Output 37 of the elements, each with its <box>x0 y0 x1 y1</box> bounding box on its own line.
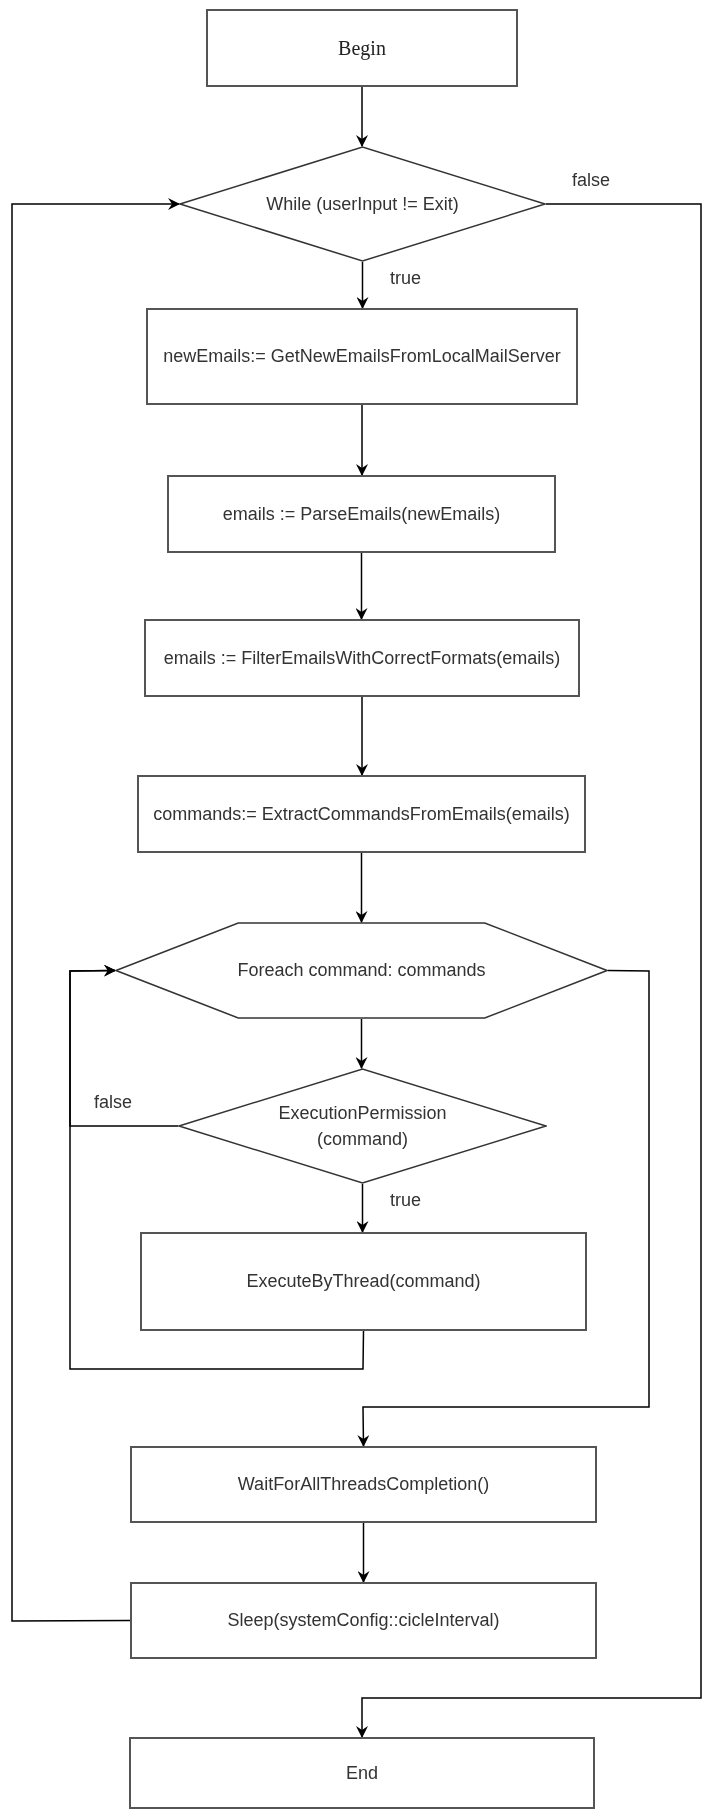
node-label: emails := ParseEmails(newEmails) <box>222 502 501 526</box>
process-box <box>137 775 586 853</box>
node-label: emails := FilterEmailsWithCorrectFormats(emails) <box>163 646 561 670</box>
node-label: commands:= ExtractCommandsFromEmails(emails) <box>153 802 570 826</box>
process-box <box>140 1232 587 1331</box>
process-box <box>144 619 580 697</box>
process-box <box>167 475 556 553</box>
arrow <box>356 404 368 476</box>
node-label: End <box>346 1761 378 1785</box>
arrow <box>11 198 180 1622</box>
process-box <box>130 1446 597 1523</box>
arrow <box>356 203 702 1738</box>
node-label: ExecuteByThread(command) <box>246 1270 481 1294</box>
arrow <box>69 964 179 1127</box>
process-box <box>146 308 578 405</box>
arrow <box>355 852 368 923</box>
node-label: Sleep(systemConfig::cicleInterval) <box>227 1609 500 1633</box>
decision-diamond <box>179 146 546 262</box>
arrow <box>356 86 368 147</box>
loop-hexagon <box>115 922 608 1019</box>
start-box <box>206 9 518 87</box>
node-label: WaitForAllThreadsCompletion() <box>237 1473 490 1497</box>
node-label: newEmails:= GetNewEmailsFromLocalMailServer <box>163 345 561 369</box>
arrow <box>357 969 650 1447</box>
process-box <box>130 1582 597 1659</box>
arrow <box>356 261 369 309</box>
arrow <box>355 552 368 620</box>
node-label: Begin <box>338 35 386 62</box>
node-label: Foreach command: commands <box>237 959 486 983</box>
arrow <box>356 696 368 776</box>
arrow <box>356 1183 369 1233</box>
node-label: While (userInput != Exit) <box>266 192 459 216</box>
arrow <box>355 1018 368 1069</box>
end-box <box>129 1737 595 1809</box>
node-label: ExecutionPermission (command) <box>277 1101 448 1151</box>
decision-diamond <box>178 1068 547 1184</box>
arrow <box>357 1522 370 1583</box>
